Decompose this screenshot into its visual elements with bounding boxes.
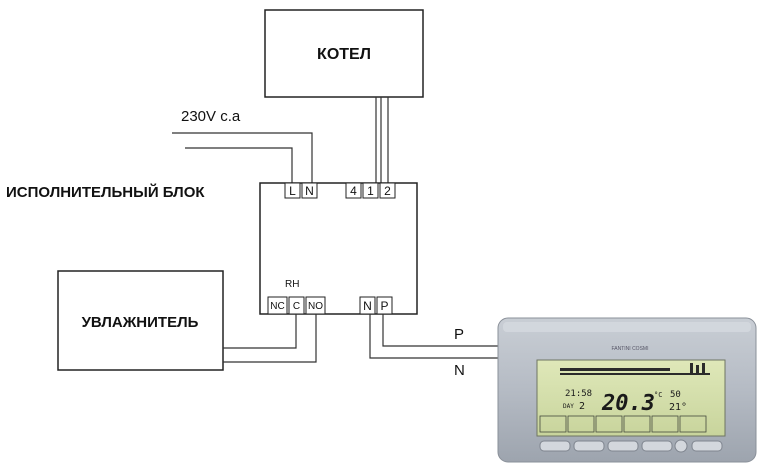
actuator-block: L N 4 1 2 RH NC C NO N P [259,182,418,315]
wire-n-label: N [454,362,465,379]
terminal-1: 1 [367,184,374,198]
humidifier-block: УВЛАЖНИТЕЛЬ [57,270,224,371]
lcd-unit: °C [654,391,662,399]
terminal-n-bus: N [363,299,372,313]
terminal-p-bus: P [380,299,388,313]
lcd-day: 2 [579,401,585,412]
lcd-clock: 21:58 [565,389,592,399]
terminal-l: L [289,184,296,198]
terminal-4: 4 [350,184,357,198]
lcd-day-prefix: DAY [563,403,574,410]
thermostat-button-4[interactable] [641,440,673,452]
thermostat-brand: FANTINI COSMI [612,346,649,352]
power-label: 230V c.a [181,108,241,125]
power-wires [172,132,313,183]
lcd-setpoint: 21° [669,402,687,413]
thermostat-button-2[interactable] [573,440,605,452]
boiler-label: КОТЕЛ [317,46,371,63]
terminal-no: NO [308,301,323,312]
thermostat-device: FANTINI COSMI 21:58 DAY 2 20.3 °C 50 21° [497,317,757,463]
thermostat-button-5[interactable] [691,440,723,452]
terminal-c: C [293,301,300,312]
lcd-humidity: 50 [670,390,681,400]
bus-wires [369,314,503,359]
boiler-block: КОТЕЛ [264,9,424,98]
lcd-bargraph [560,363,710,375]
thermostat-button-3[interactable] [607,440,639,452]
wire-p-label: P [454,326,464,343]
lcd-temperature: 20.3 [601,391,655,416]
terminal-2: 2 [384,184,391,198]
thermostat-button-1[interactable] [539,440,571,452]
rh-label: RH [285,279,299,290]
thermostat-knob[interactable] [674,439,688,453]
actuator-label: ИСПОЛНИТЕЛЬНЫЙ БЛОК [6,183,205,201]
humidifier-wires [223,314,317,363]
boiler-wires [375,97,389,183]
terminal-nc: NC [270,301,284,312]
humidifier-label: УВЛАЖНИТЕЛЬ [82,314,199,331]
terminal-n-power: N [305,184,314,198]
lcd-softkeys [539,415,707,433]
